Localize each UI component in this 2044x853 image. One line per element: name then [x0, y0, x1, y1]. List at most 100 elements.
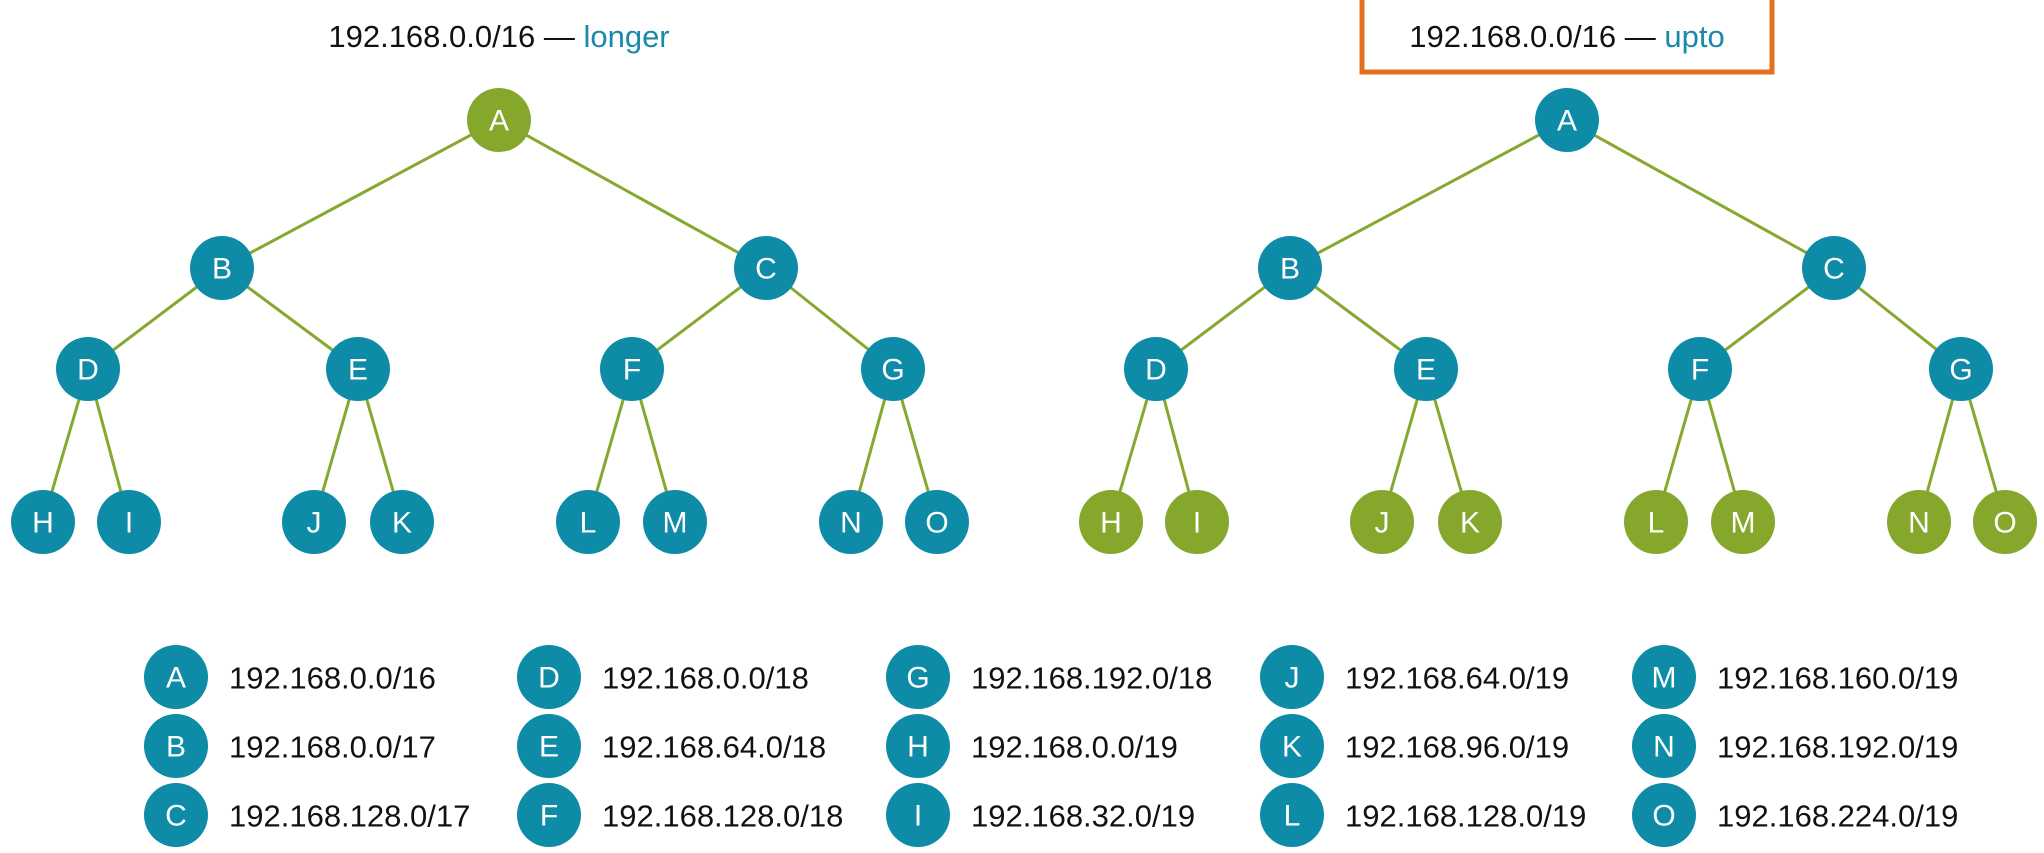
- legend-node-circle: [517, 783, 581, 847]
- tree-node-k: K: [370, 490, 434, 554]
- node-circle: [1668, 337, 1732, 401]
- tree-node-b: B: [190, 236, 254, 300]
- node-circle: [1124, 337, 1188, 401]
- tree-node-d: D: [56, 337, 120, 401]
- legend-node-label: I: [914, 800, 922, 833]
- node-label: D: [1145, 354, 1167, 387]
- legend-node-circle: [1632, 783, 1696, 847]
- legend-node-label: O: [1652, 800, 1675, 833]
- tree-node-j: J: [1350, 490, 1414, 554]
- tree-node-a: A: [467, 88, 531, 152]
- edge-a-b: [1289, 118, 1568, 270]
- node-circle: [1624, 490, 1688, 554]
- node-label: B: [1280, 253, 1300, 286]
- legend-prefix: 192.168.128.0/18: [602, 799, 843, 834]
- legend-prefix: 192.168.64.0/19: [1345, 661, 1569, 696]
- legend-prefix: 192.168.0.0/17: [229, 730, 436, 765]
- legend-node-label: E: [539, 731, 559, 764]
- edge-a-b: [221, 118, 500, 270]
- node-circle: [556, 490, 620, 554]
- tree-node-c: C: [734, 236, 798, 300]
- legend-node-label: G: [906, 662, 929, 695]
- node-circle: [282, 490, 346, 554]
- legend-node-circle: [1260, 783, 1324, 847]
- tree-node-l: L: [556, 490, 620, 554]
- node-label: F: [1691, 354, 1709, 387]
- legend-prefix: 192.168.128.0/19: [1345, 799, 1586, 834]
- node-circle: [370, 490, 434, 554]
- legend-prefix: 192.168.192.0/18: [971, 661, 1212, 696]
- node-circle: [1887, 490, 1951, 554]
- legend-node-label: C: [165, 800, 187, 833]
- node-label: K: [392, 507, 412, 540]
- node-label: A: [489, 105, 509, 138]
- node-label: C: [755, 253, 777, 286]
- node-label: H: [1100, 507, 1122, 540]
- legend-node-circle: [1260, 714, 1324, 778]
- legend-node-label: N: [1653, 731, 1675, 764]
- legend-node-label: L: [1284, 800, 1301, 833]
- legend-node-circle: [1632, 714, 1696, 778]
- tree-node-h: H: [1079, 490, 1143, 554]
- node-circle: [11, 490, 75, 554]
- edge-a-c: [1566, 118, 1835, 270]
- tree-node-o: O: [905, 490, 969, 554]
- legend-prefix: 192.168.96.0/19: [1345, 730, 1569, 765]
- node-circle: [1079, 490, 1143, 554]
- tree-node-l: L: [1624, 490, 1688, 554]
- legend-prefix: 192.168.0.0/19: [971, 730, 1178, 765]
- legend-node-circle: [886, 645, 950, 709]
- legend-node-label: K: [1282, 731, 1302, 764]
- tree-node-i: I: [1165, 490, 1229, 554]
- tree-title: 192.168.0.0/16 — longer: [328, 19, 669, 54]
- tree-title-keyword: upto: [1664, 19, 1724, 54]
- legend-node-label: H: [907, 731, 929, 764]
- tree-node-n: N: [819, 490, 883, 554]
- node-circle: [56, 337, 120, 401]
- tree-node-k: K: [1438, 490, 1502, 554]
- node-circle: [1394, 337, 1458, 401]
- node-circle: [1438, 490, 1502, 554]
- legend-prefix: 192.168.224.0/19: [1717, 799, 1958, 834]
- node-label: G: [881, 354, 904, 387]
- tree-node-g: G: [1929, 337, 1993, 401]
- legend-prefix: 192.168.0.0/16: [229, 661, 436, 696]
- node-label: J: [307, 507, 322, 540]
- node-circle: [1929, 337, 1993, 401]
- legend-node-circle: [1632, 645, 1696, 709]
- node-label: G: [1949, 354, 1972, 387]
- tree-node-i: I: [97, 490, 161, 554]
- legend-prefix: 192.168.128.0/17: [229, 799, 470, 834]
- node-circle: [97, 490, 161, 554]
- node-label: A: [1557, 105, 1577, 138]
- node-label: E: [348, 354, 368, 387]
- tree-node-c: C: [1802, 236, 1866, 300]
- node-label: J: [1375, 507, 1390, 540]
- tree-node-f: F: [600, 337, 664, 401]
- legend-node-circle: [517, 645, 581, 709]
- node-circle: [734, 236, 798, 300]
- node-label: C: [1823, 253, 1845, 286]
- node-circle: [190, 236, 254, 300]
- node-circle: [643, 490, 707, 554]
- tree-node-e: E: [326, 337, 390, 401]
- legend-item-k: K 192.168.96.0/19: [1260, 714, 1569, 778]
- node-label: O: [1993, 507, 2016, 540]
- legend-node-label: J: [1285, 662, 1300, 695]
- node-label: N: [840, 507, 862, 540]
- tree-node-m: M: [643, 490, 707, 554]
- legend-node-circle: [886, 714, 950, 778]
- tree-node-d: D: [1124, 337, 1188, 401]
- tree-node-h: H: [11, 490, 75, 554]
- node-circle: [1165, 490, 1229, 554]
- legend-item-l: L 192.168.128.0/19: [1260, 783, 1586, 847]
- legend-node-circle: [144, 714, 208, 778]
- tree-node-o: O: [1973, 490, 2037, 554]
- node-circle: [861, 337, 925, 401]
